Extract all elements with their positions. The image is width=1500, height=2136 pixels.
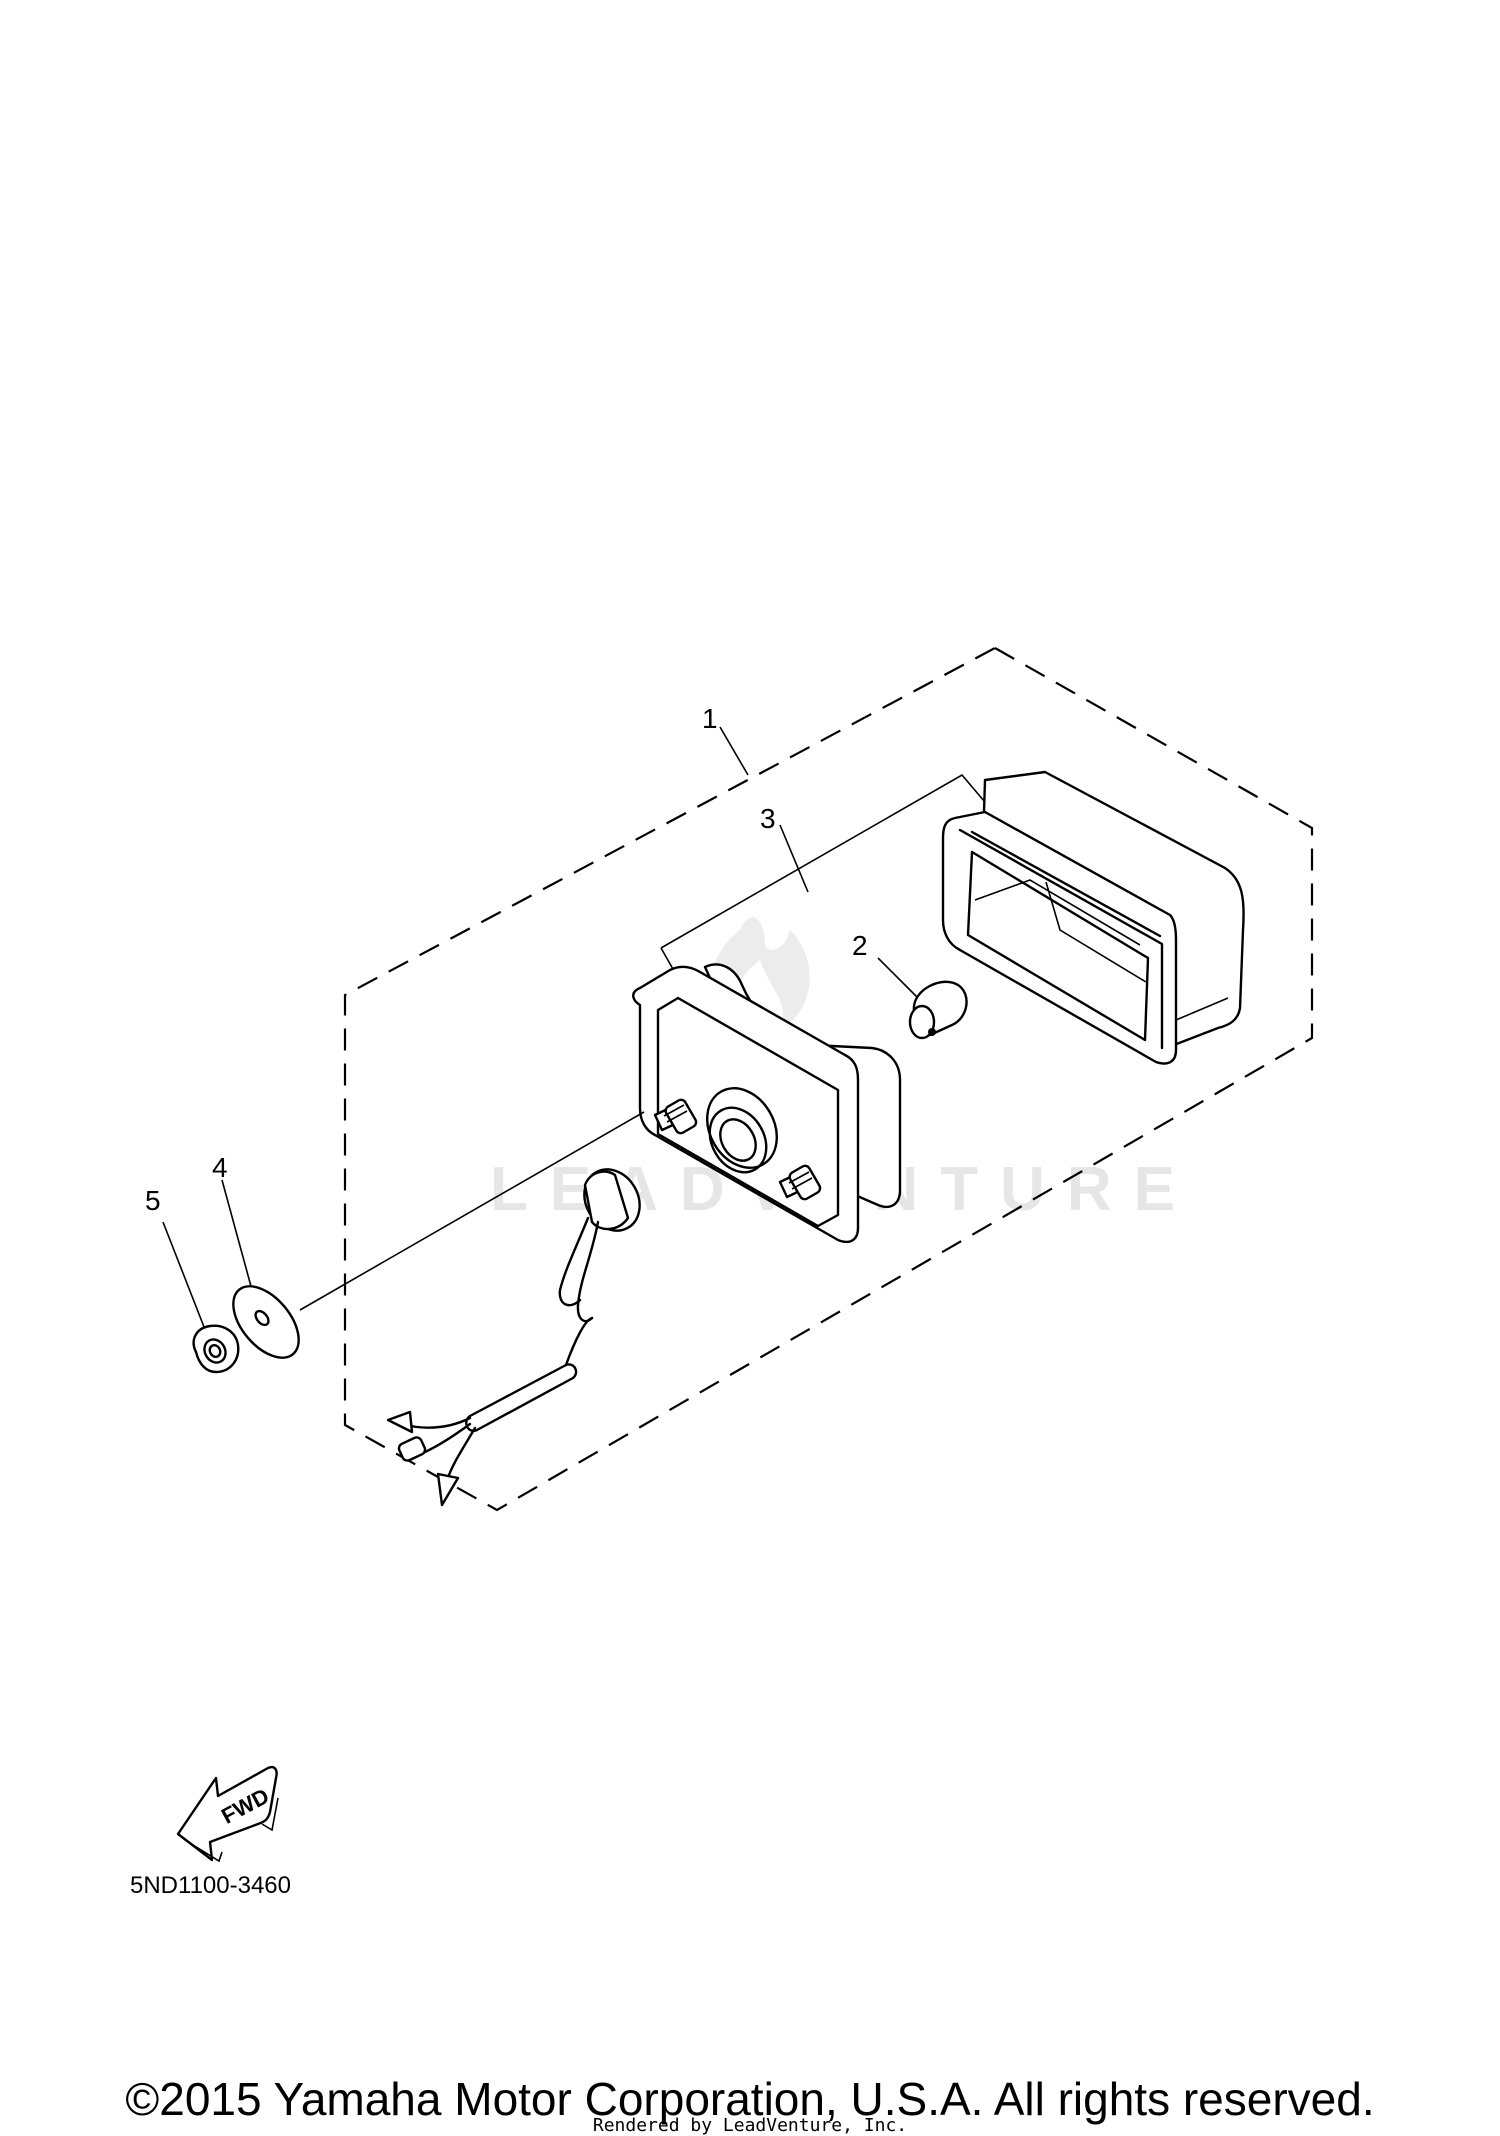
terminal-3	[436, 1472, 460, 1507]
stud-left	[653, 1098, 698, 1135]
part-code: 5ND1100-3460	[130, 1872, 291, 1899]
rendered-by-credit: Rendered by LeadVenture, Inc.	[592, 2115, 908, 2136]
callout-leader-2	[877, 957, 919, 999]
callout-leader-4	[221, 1179, 253, 1291]
callout-1[interactable]: 1	[702, 703, 718, 734]
watermark-flame-icon	[712, 917, 810, 1030]
nut[interactable]	[192, 1324, 240, 1374]
washer[interactable]	[221, 1274, 312, 1369]
tail-lamp-housing[interactable]	[632, 963, 902, 1244]
callout-4[interactable]: 4	[212, 1152, 228, 1183]
terminal-1	[386, 1410, 414, 1434]
copyright-notice: ©2015 Yamaha Motor Corporation, U.S.A. A…	[125, 2073, 1375, 2125]
forward-arrow-icon: FWD	[176, 1765, 279, 1863]
socket-wire-harness[interactable]	[386, 1159, 651, 1507]
callout-3[interactable]: 3	[760, 803, 776, 834]
callout-leader-5	[162, 1221, 207, 1333]
bulb[interactable]	[908, 980, 968, 1040]
callout-leader-1	[719, 726, 749, 776]
stud-leader	[299, 1111, 645, 1311]
stud-right	[778, 1164, 822, 1201]
bracket-3	[660, 773, 991, 949]
terminal-2	[397, 1436, 427, 1462]
callout-5[interactable]: 5	[145, 1185, 161, 1216]
assembly-boundary	[343, 646, 1314, 1512]
tail-lamp-lens[interactable]	[941, 770, 1245, 1065]
callout-2[interactable]: 2	[852, 930, 868, 961]
callout-leader-3	[779, 824, 809, 893]
